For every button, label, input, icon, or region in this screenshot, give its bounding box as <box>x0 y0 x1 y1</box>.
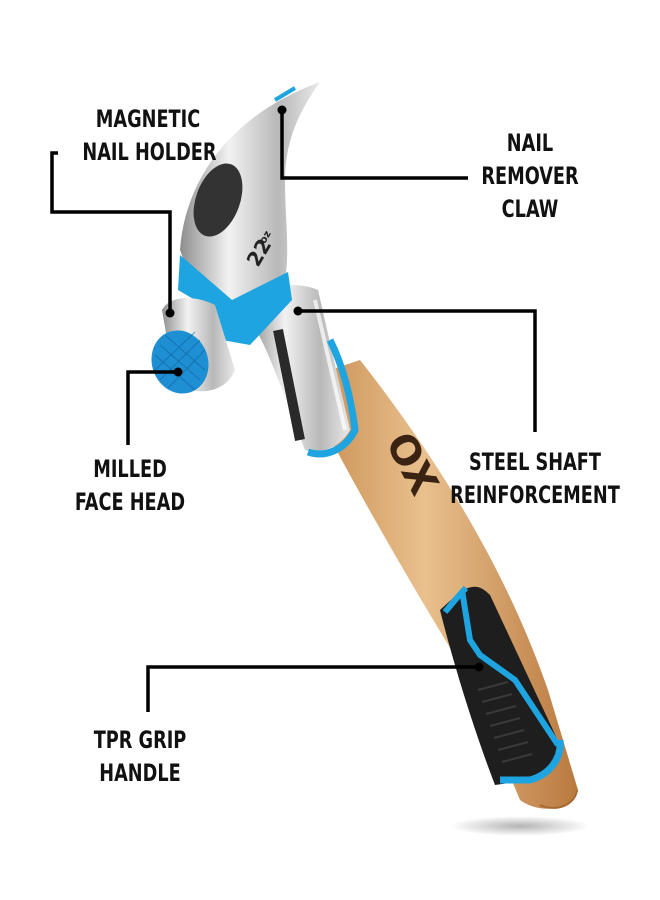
callout-milled-face-head: MILLED FACE HEAD <box>74 455 186 516</box>
steel-shaft <box>250 285 350 452</box>
dot-milled <box>173 367 183 377</box>
leader-grip <box>146 665 479 712</box>
callout-nail-remover-claw: NAIL REMOVER CLAW <box>481 129 579 223</box>
leader-steel <box>298 309 537 432</box>
callout-tpr-grip-handle: TPR GRIP HANDLE <box>93 726 187 787</box>
claw <box>180 82 320 305</box>
dot-claw <box>277 105 287 115</box>
leader-milled <box>126 370 178 445</box>
leader-claw <box>280 110 468 180</box>
claw-opening <box>193 163 243 237</box>
drop-shadow <box>450 816 590 836</box>
head-collar <box>178 255 292 345</box>
dot-steel <box>293 306 303 316</box>
dot-magnetic <box>165 308 175 318</box>
callout-steel-shaft-reinforcement: STEEL SHAFT REINFORCEMENT <box>450 448 620 509</box>
leader-magnetic <box>50 151 172 313</box>
callout-magnetic-nail-holder: MAGNETIC NAIL HOLDER <box>82 105 217 166</box>
dot-grip <box>474 662 484 672</box>
